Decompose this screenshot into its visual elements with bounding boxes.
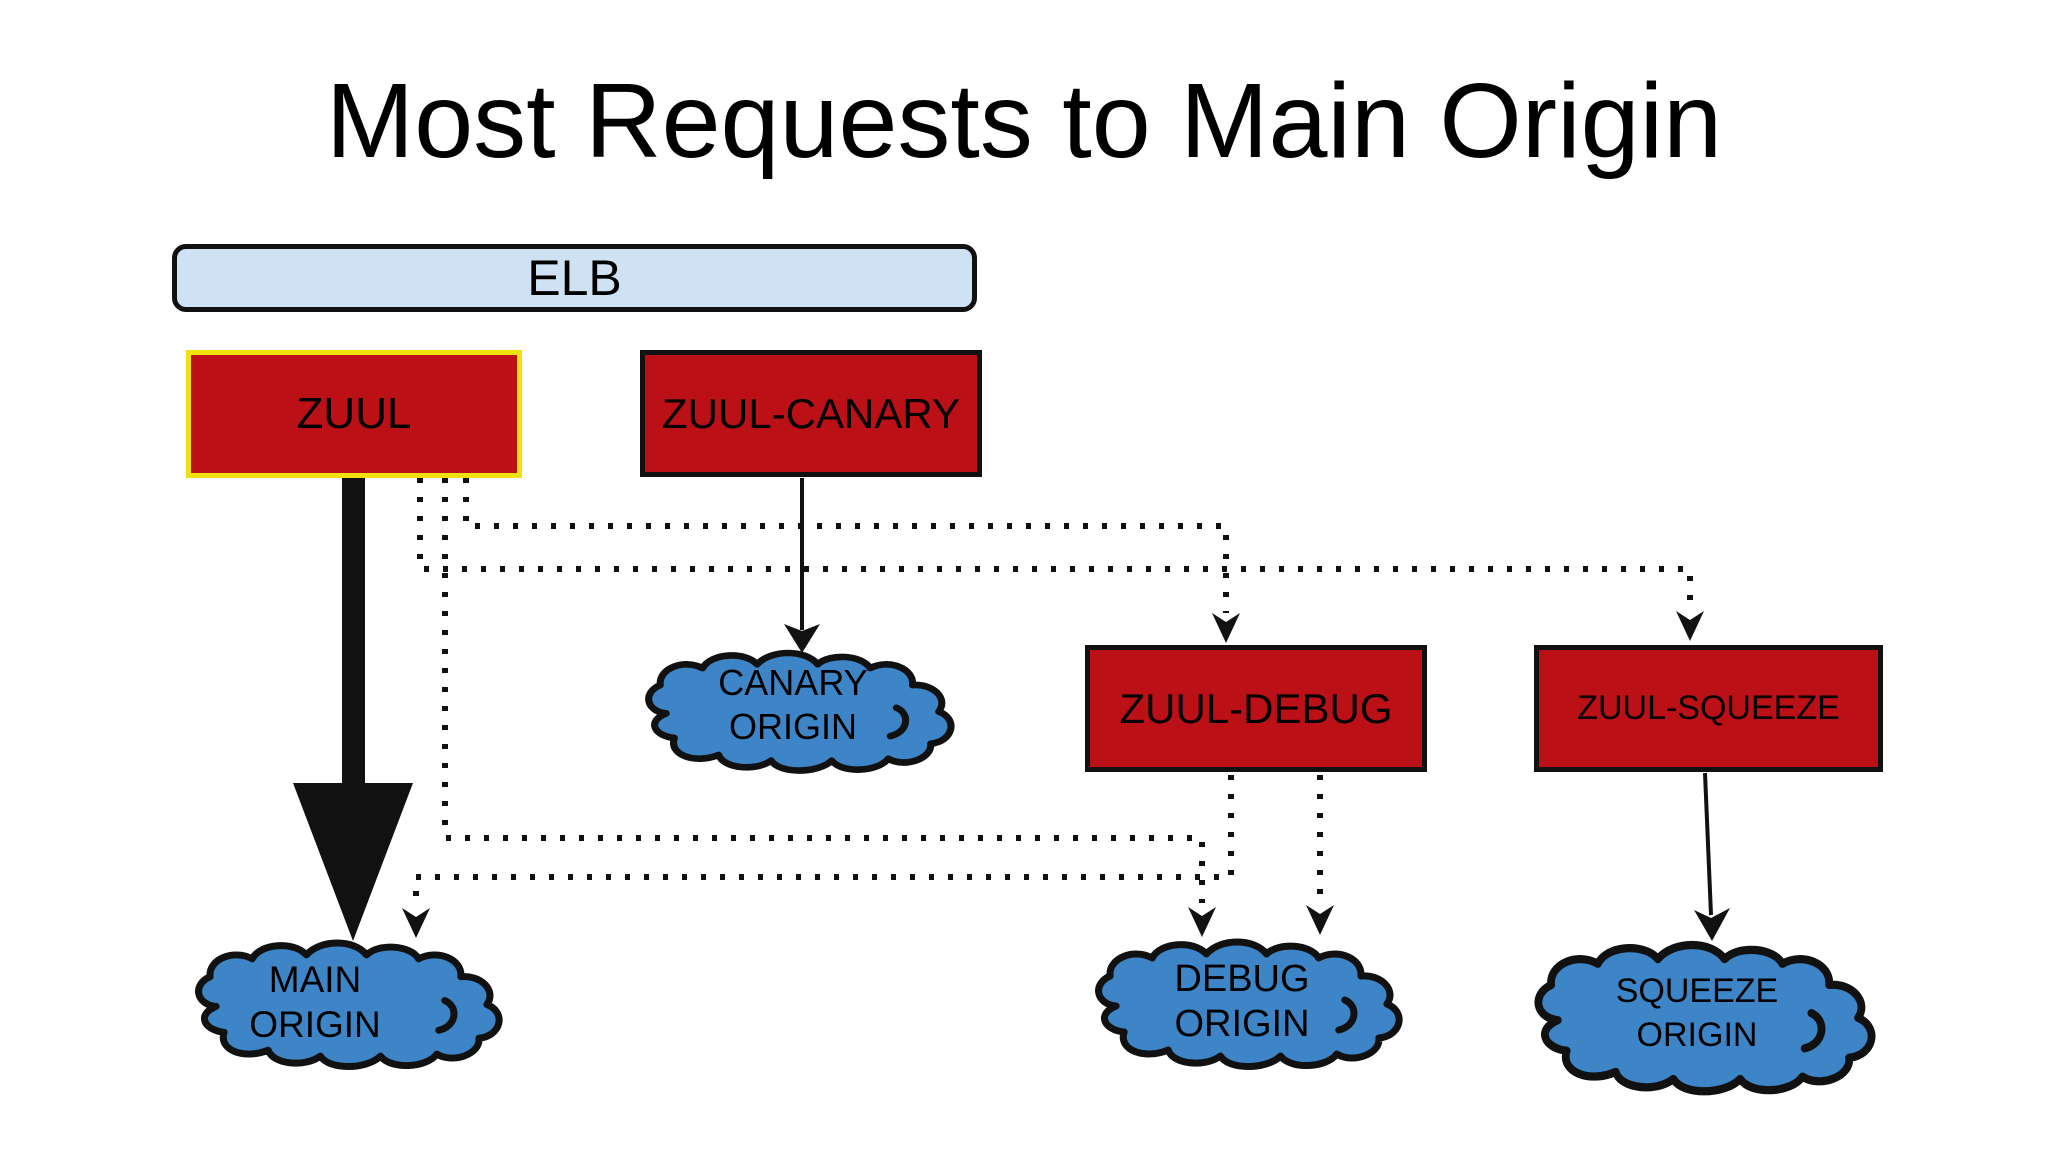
cloud-curl-detail [886,704,909,740]
edge-zuuldebug-to-main-origin [413,775,1234,903]
squeeze-origin-line1: SQUEEZE [1615,972,1779,1010]
arrowhead-canary-origin [784,624,820,653]
debug-origin-cloud [1095,938,1403,1070]
arrowhead-debug-origin-left [1188,907,1216,937]
zuul-canary-label: ZUUL-CANARY [662,389,960,437]
canary-origin-line2: ORIGIN [728,706,857,747]
squeeze-origin-label: SQUEEZE ORIGIN [1547,969,1847,1057]
main-origin-line2: ORIGIN [249,1004,381,1045]
zuul-debug-label: ZUUL-DEBUG [1119,684,1393,732]
main-origin-line1: MAIN [268,959,362,1000]
cloud-curl-detail [435,997,458,1034]
elb-label: ELB [527,250,622,306]
edge-zuul-to-main-origin [293,476,413,941]
arrowhead-squeeze-origin [1694,908,1730,941]
cloud-curl-detail [1335,996,1358,1034]
zuul-debug-node: ZUUL-DEBUG [1085,645,1427,772]
cloud-curl-detail [1800,1009,1826,1053]
page-title: Most Requests to Main Origin [325,62,1723,180]
zuul-node-highlighted: ZUUL [186,350,522,478]
canary-origin-cloud [645,649,955,774]
debug-origin-label: DEBUG ORIGIN [1102,957,1382,1047]
edge-zuul-to-zuulsqueeze [417,478,1693,610]
arrowhead-zuuldebug-top [1212,613,1240,643]
arrowhead-zuulsqueeze-top [1676,611,1704,641]
squeeze-origin-line2: ORIGIN [1636,1016,1758,1054]
canary-origin-label: CANARY ORIGIN [653,661,933,749]
zuul-label: ZUUL [296,389,412,438]
zuul-squeeze-node: ZUUL-SQUEEZE [1534,645,1883,772]
debug-origin-line1: DEBUG [1174,958,1310,1000]
main-origin-cloud [195,939,503,1070]
canary-origin-line1: CANARY [718,662,868,703]
arrowhead-main-origin-dotted [402,908,430,938]
arrowhead-debug-origin-right [1306,905,1334,935]
edge-zuul-to-zuuldebug [463,478,1229,613]
elb-node: ELB [172,244,977,312]
zuul-canary-node: ZUUL-CANARY [640,350,982,477]
squeeze-origin-cloud [1534,940,1876,1096]
zuul-squeeze-label: ZUUL-SQUEEZE [1577,689,1840,727]
debug-origin-line2: ORIGIN [1174,1003,1310,1045]
edge-zuulsqueeze-to-squeeze-origin [1703,772,1713,916]
main-origin-label: MAIN ORIGIN [180,957,450,1047]
